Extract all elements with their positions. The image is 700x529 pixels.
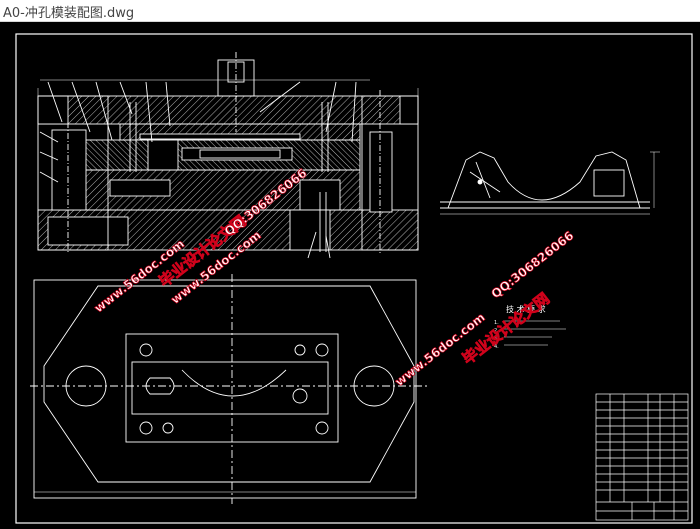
tech-requirement-3: 3. <box>494 336 499 342</box>
watermark-group-5: QQ:306826066 <box>488 228 577 302</box>
tech-requirements-title: 技 术 要 求 <box>506 304 546 314</box>
watermark-qq-2: QQ:306826066 <box>489 228 577 301</box>
drawing-frame <box>15 33 693 524</box>
workpiece-view <box>440 151 660 215</box>
plan-view <box>30 274 430 504</box>
drawing-canvas[interactable]: 技 术 要 求 1. 2. 3. 4. <box>0 22 700 529</box>
tech-requirement-2: 2. <box>494 328 499 334</box>
drawing-svg: 技 术 要 求 1. 2. 3. 4. <box>15 33 693 524</box>
tech-requirement-4: 4. <box>494 344 499 350</box>
assembly-section-view <box>37 52 419 259</box>
tech-requirement-1: 1. <box>494 320 499 326</box>
title-bar: A0-冲孔模装配图.dwg <box>0 0 700 22</box>
tech-requirements: 技 术 要 求 1. 2. 3. 4. <box>494 304 566 350</box>
window-title: A0-冲孔模装配图.dwg <box>3 6 135 21</box>
title-block <box>595 393 689 521</box>
